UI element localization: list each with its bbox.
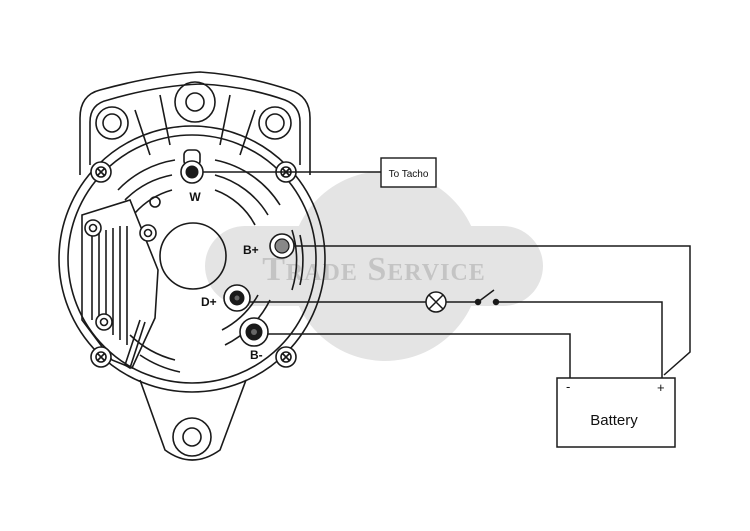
slot-arc: [139, 354, 181, 373]
center-bore: [159, 222, 227, 290]
terminal-label-d-plus: D+: [201, 295, 217, 309]
tacho-box: To Tacho: [380, 157, 437, 188]
regulator-pack: [81, 199, 159, 370]
right-lug-hole: [258, 106, 292, 140]
slot-arc: [214, 189, 256, 226]
bottom-lug-hole-inner: [182, 427, 202, 447]
terminal-b-minus: [239, 317, 269, 347]
right-lug-hole-inner: [265, 113, 285, 133]
tacho-label: To Tacho: [389, 169, 429, 180]
alternator: [58, 71, 326, 461]
bolt-icon: [90, 346, 112, 368]
slot-arc: [214, 174, 269, 216]
bolt-icon: [139, 224, 157, 242]
slot-arc: [134, 189, 173, 214]
terminal-w: [180, 149, 204, 184]
watermark-text: Trade Service: [262, 251, 486, 288]
slot-arc: [299, 234, 304, 286]
battery-minus-label: -: [566, 379, 570, 394]
regulator-fins: [91, 226, 128, 345]
left-lug-hole-inner: [102, 113, 122, 133]
lug-rib-right: [219, 94, 256, 156]
top-mounting-lug: [79, 71, 311, 175]
wire-switch-to-battery: [496, 301, 663, 378]
top-lug-hole: [174, 81, 216, 123]
wire-b-minus-to-battery: [268, 333, 571, 378]
bolt-icon: [95, 313, 113, 331]
top-lug-inner: [89, 83, 301, 165]
left-lug-hole: [95, 106, 129, 140]
slot-arc: [291, 229, 298, 291]
housing-inner: [67, 134, 317, 384]
wiring: [203, 171, 691, 378]
slot-arc: [117, 159, 176, 191]
terminal-label-b-plus: B+: [243, 243, 259, 257]
regulator-lead: [124, 319, 146, 370]
aux-hole: [149, 196, 161, 208]
slot-arc: [214, 159, 281, 206]
bottom-lug-hole: [172, 417, 212, 457]
bottom-mounting-lug: [139, 379, 247, 461]
housing-outer: [58, 125, 326, 393]
bolt-icon: [90, 161, 112, 183]
top-lug-hole-inner: [185, 92, 205, 112]
warning-lamp-icon: [425, 291, 447, 313]
terminal-label-b-minus: B-: [250, 348, 263, 362]
switch-icon: [474, 289, 500, 306]
terminal-b-plus: [269, 233, 295, 259]
bolt-icon: [84, 219, 102, 237]
slot-arc: [221, 294, 259, 331]
wire-b-plus-to-battery: [294, 245, 691, 376]
slot-arc: [129, 334, 176, 361]
battery-label: Battery: [590, 412, 638, 429]
slot-arc: [124, 174, 173, 201]
battery-plus-label: +: [657, 380, 665, 395]
terminal-d-plus: [223, 284, 251, 312]
bolt-icon: [275, 346, 297, 368]
terminal-label-w: W: [189, 190, 201, 204]
battery: - + Battery: [556, 377, 676, 448]
bolts: [84, 161, 297, 368]
